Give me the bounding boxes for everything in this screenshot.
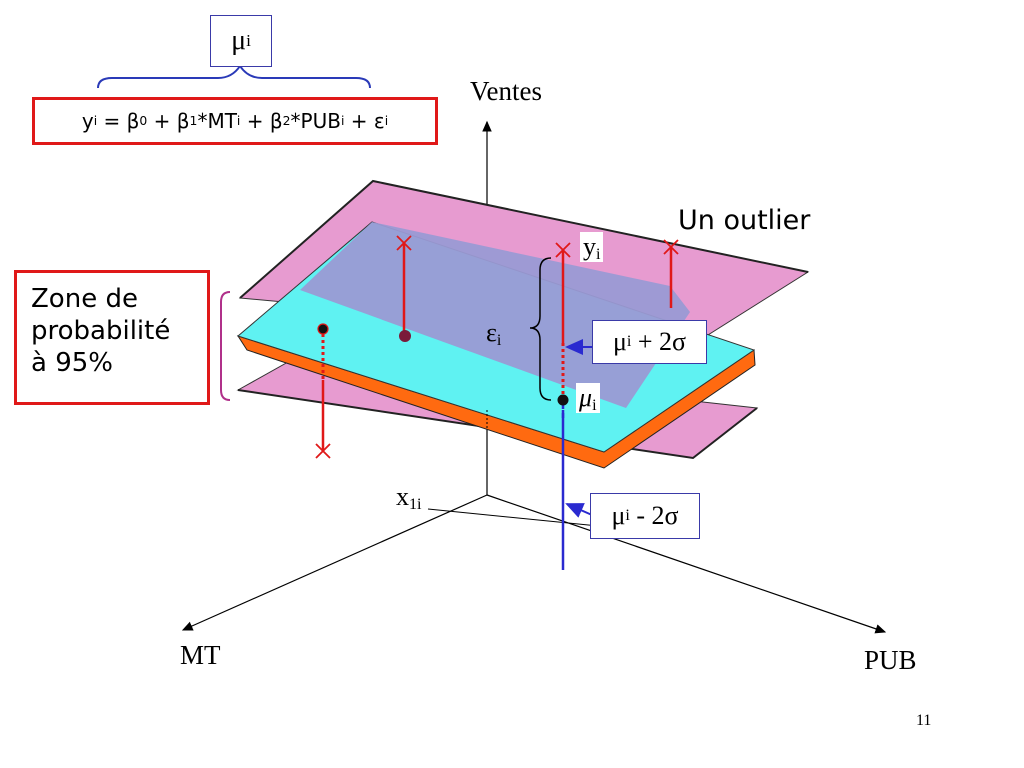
ventes-axis-label: Ventes xyxy=(470,76,542,106)
zone-probability-box: Zone de probabilité à 95% xyxy=(14,270,210,405)
zone-line-1: Zone de xyxy=(31,284,138,314)
x-mark-left-upper xyxy=(396,235,412,251)
eq-y: y xyxy=(81,109,94,133)
mu-plus-symbol: μ xyxy=(612,327,627,356)
x-mark-left-lower xyxy=(315,443,331,459)
mu-minus-symbol: μ xyxy=(611,501,626,530)
mu-i-symbol: μ xyxy=(231,25,247,56)
zone-line-3: à 95% xyxy=(31,348,113,378)
eq-equals: = xyxy=(97,109,127,133)
eq-plus2: + xyxy=(240,109,270,133)
pub-axis xyxy=(486,494,887,634)
x1i-sub: 1i xyxy=(409,496,422,514)
x1i-symbol: x xyxy=(396,482,409,511)
mt-axis-label: MT xyxy=(180,640,221,670)
epsilon-sub: i xyxy=(496,332,502,350)
x-mark-outlier xyxy=(663,239,679,255)
epsilon-brace xyxy=(529,257,552,401)
epsilon-i-label: εi xyxy=(486,318,502,350)
outlier-label: Un outlier xyxy=(678,205,811,236)
eq-b2: β xyxy=(269,109,283,133)
page-number: 11 xyxy=(916,712,932,729)
yi-sub: i xyxy=(596,246,601,264)
zone-line-2: probabilité xyxy=(31,316,171,346)
eq-mt: *MT xyxy=(197,109,237,133)
top-plane-edge xyxy=(239,179,809,299)
pub-axis-label: PUB xyxy=(864,645,917,675)
eq-b1: β xyxy=(176,109,190,133)
zone-brace xyxy=(220,291,231,401)
equation-brace xyxy=(97,64,371,89)
eq-eps: ε xyxy=(373,109,385,133)
x1i-label: x1i xyxy=(396,482,422,514)
mean-point-mu-i xyxy=(557,394,569,406)
mu-minus-rest: - 2σ xyxy=(629,501,679,530)
eq-plus3: + xyxy=(344,109,374,133)
bottom-plane-edge xyxy=(237,389,758,460)
yi-label: yi xyxy=(580,232,604,264)
yi-symbol: y xyxy=(583,232,596,261)
epsilon-symbol: ε xyxy=(486,318,497,347)
x-mark-yi xyxy=(555,242,571,258)
mean-point-left-upper xyxy=(399,330,411,342)
mu-plus-rest: + 2σ xyxy=(631,327,687,356)
arrow-mu-minus xyxy=(565,503,593,518)
mean-point-left-lower xyxy=(317,323,329,335)
eq-plus1: + xyxy=(147,109,177,133)
mt-axis xyxy=(181,494,488,631)
eq-b0: β xyxy=(126,109,140,133)
eq-pub: *PUB xyxy=(290,109,341,133)
mu-i-point-label: μi xyxy=(576,383,600,415)
mu-point-symbol: μ xyxy=(579,383,593,412)
mu-point-sub: i xyxy=(592,397,597,415)
